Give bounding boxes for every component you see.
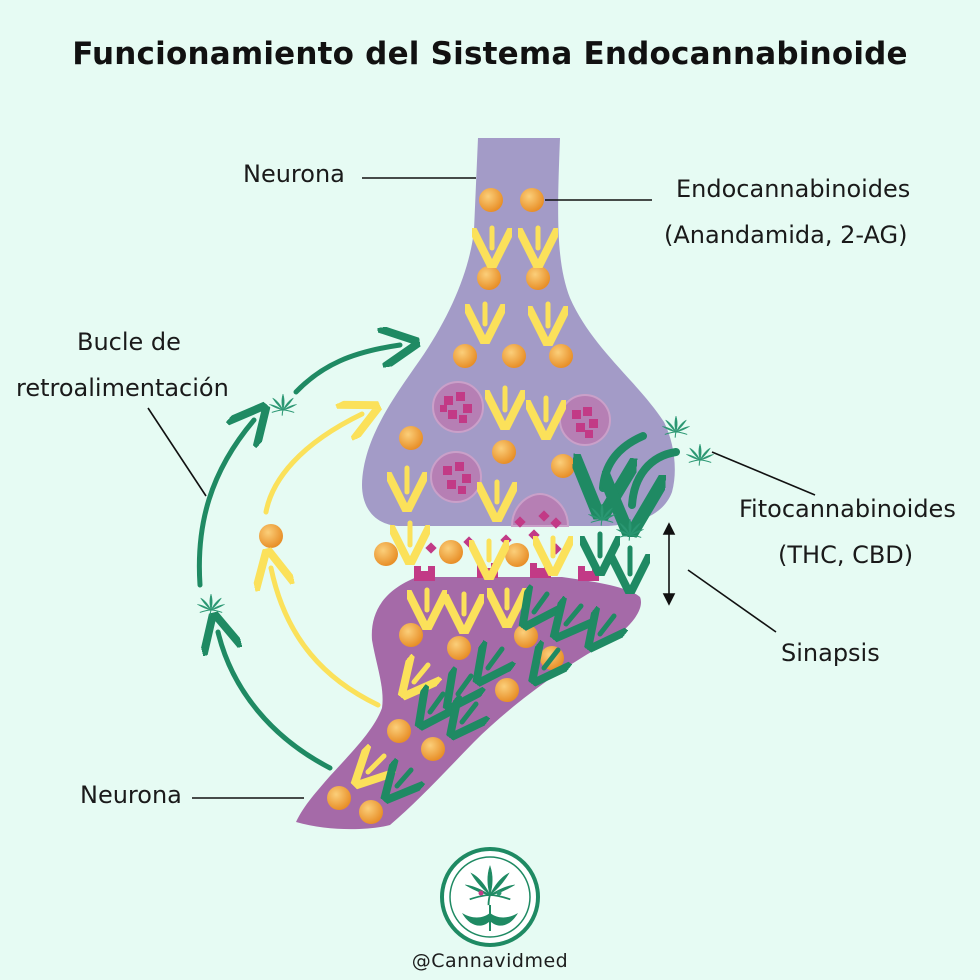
vesicle [430, 451, 482, 503]
label-retroalimentacion: retroalimentación [16, 374, 229, 402]
label-endocannabinoides-examples: (Anandamida, 2-AG) [664, 221, 908, 249]
receptor [578, 566, 599, 581]
cannabis-leaf-icon [268, 393, 298, 417]
receptor [477, 563, 498, 578]
label-neurona-bottom: Neurona [80, 781, 182, 809]
synapse-gap-marker [662, 522, 676, 606]
label-neurona-top: Neurona [243, 160, 345, 188]
feedback-loop-arrows [196, 345, 400, 771]
vesicle-group [430, 381, 611, 527]
leader-lines [147, 177, 816, 799]
footer-handle: @Cannavidmed [411, 950, 569, 972]
cannabis-leaf-icon [661, 415, 691, 439]
vesicle [432, 381, 484, 433]
label-bucle: Bucle de [77, 328, 181, 356]
label-sinapsis: Sinapsis [781, 639, 880, 667]
cannavidmed-logo-icon [440, 847, 540, 947]
label-endocannabinoides: Endocannabinoides [676, 175, 911, 203]
green-arrows [397, 432, 680, 786]
receptor [530, 563, 551, 578]
vesicle-contents [440, 392, 598, 494]
cannabis-leaf-icon [196, 593, 226, 617]
yellow-arrows [368, 225, 553, 772]
page-title: Funcionamiento del Sistema Endocannabino… [72, 36, 908, 72]
label-fitocannabinoides: Fitocannabinoides [739, 495, 956, 523]
label-fitocannabinoides-examples: (THC, CBD) [778, 541, 914, 569]
cannabis-leaf-icon [685, 443, 715, 467]
receptor [414, 566, 435, 581]
